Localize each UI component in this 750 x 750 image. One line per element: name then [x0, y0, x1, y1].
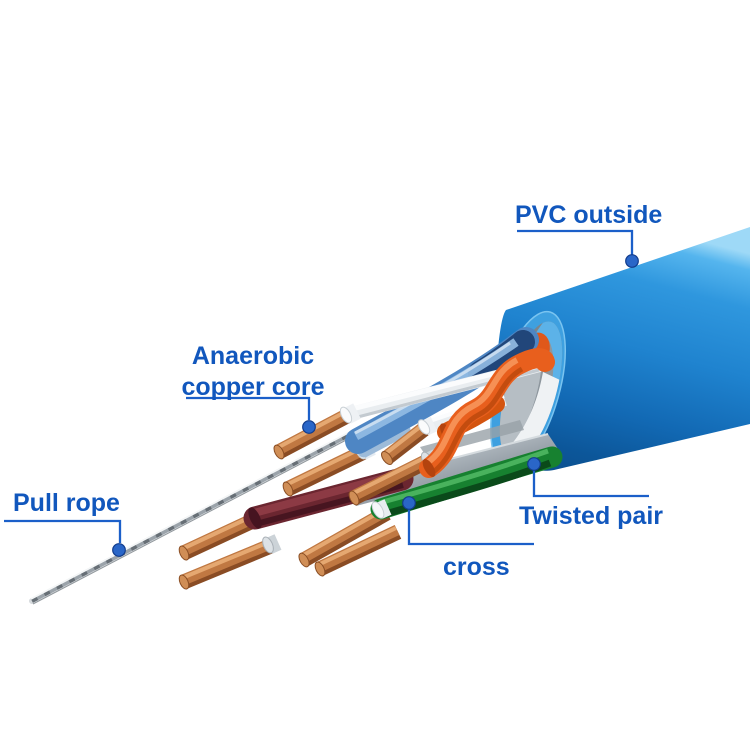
leader-dot-pvc	[625, 254, 639, 268]
label-pull-rope: Pull rope	[13, 489, 120, 517]
leader-dot-anaerobic	[302, 420, 316, 434]
label-anaerobic-line1: Anaerobic	[191, 342, 315, 370]
leader-twisted-pair	[532, 470, 649, 498]
label-cross: cross	[443, 553, 510, 581]
copper-core-rod	[314, 525, 402, 577]
label-anaerobic-line2: copper core	[181, 373, 325, 401]
label-pvc-outside: PVC outside	[515, 201, 663, 229]
leader-pull-rope	[4, 519, 122, 543]
callouts	[4, 229, 649, 557]
pull-rope	[29, 420, 375, 605]
copper-core-rod	[178, 534, 282, 590]
leader-anaerobic	[186, 396, 311, 420]
leader-pvc-outside	[517, 229, 634, 255]
orange-pair-wire	[419, 348, 555, 478]
leader-cross	[407, 509, 534, 546]
label-twisted-pair: Twisted pair	[519, 502, 664, 530]
label-anaerobic-copper-core: Anaerobic copper core	[133, 341, 373, 403]
leader-dot-cross	[402, 496, 416, 510]
leader-dot-pull-rope	[112, 543, 126, 557]
leader-dot-twisted-pair	[527, 457, 541, 471]
